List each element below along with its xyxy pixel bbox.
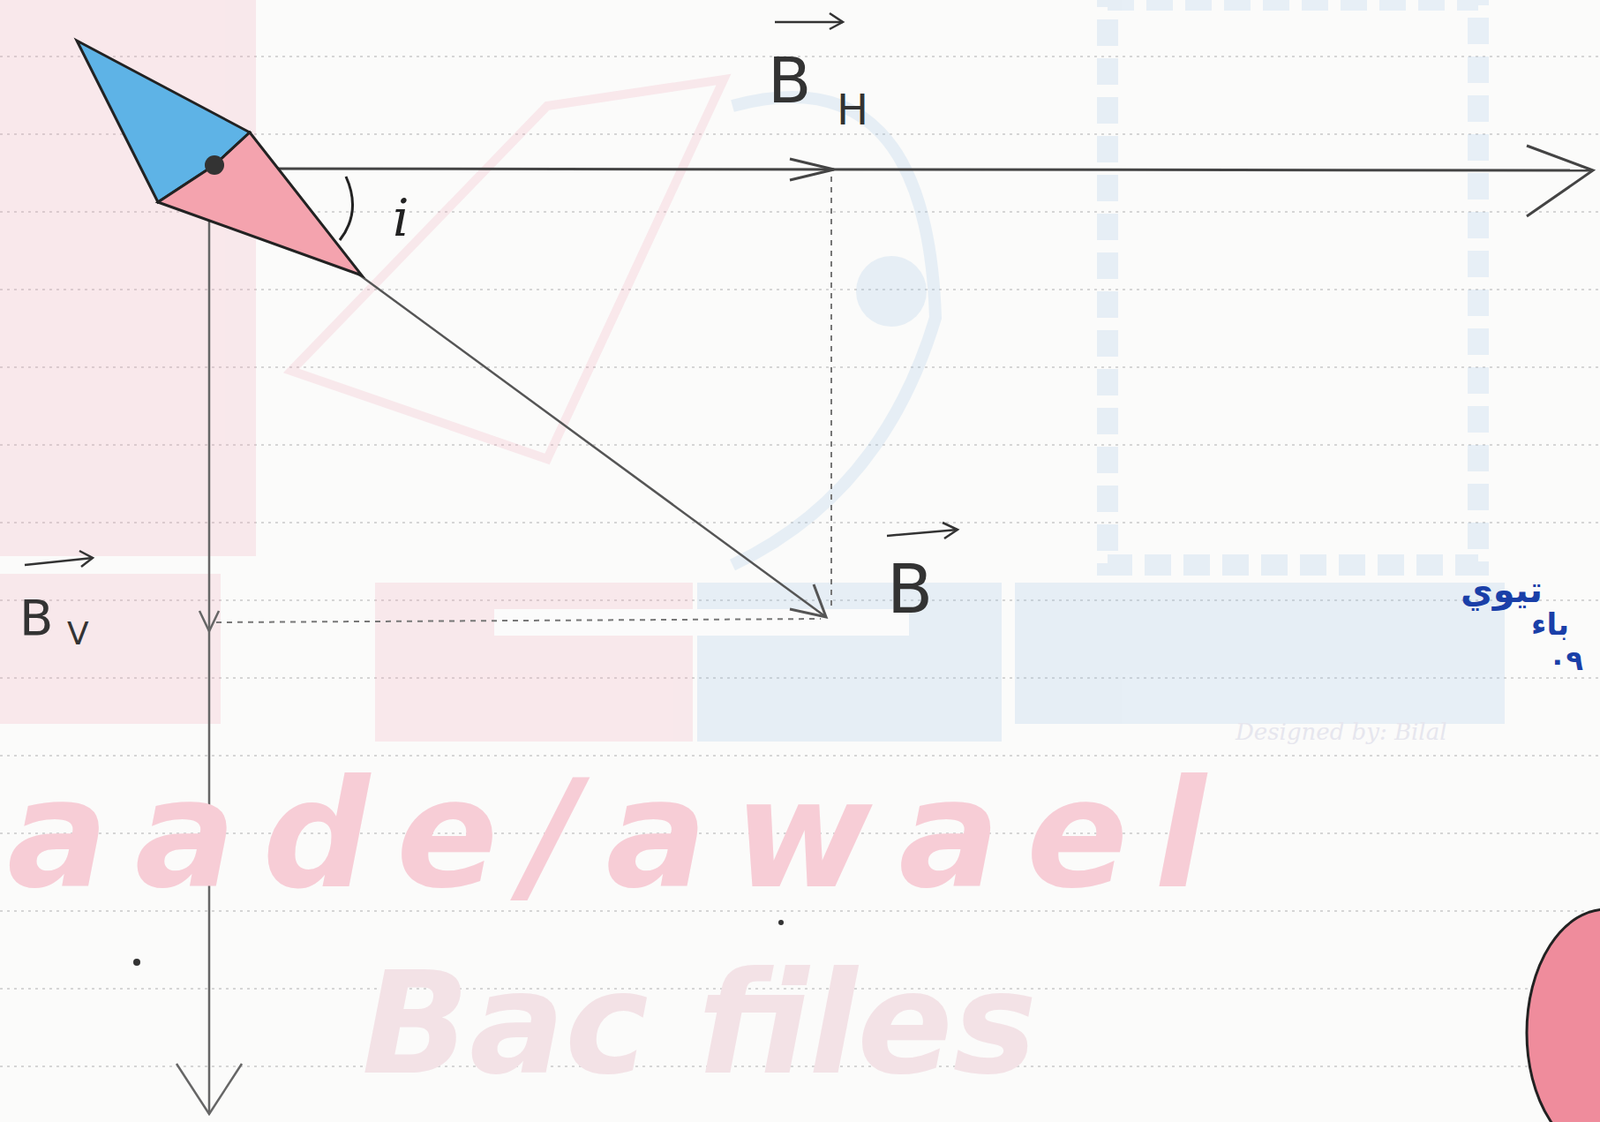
arrowhead	[199, 610, 219, 631]
needle-south	[157, 132, 362, 276]
watermark-text: باء	[1531, 608, 1570, 639]
watermark-text: تيوي	[1460, 571, 1543, 608]
vector-subscript: V	[67, 617, 90, 650]
watermark-text: aade/awael	[7, 758, 1233, 909]
vertical-vector	[208, 168, 211, 1114]
watermark-text: Designed by: Bilal	[1235, 720, 1447, 744]
dashed-line	[830, 176, 833, 609]
dot	[778, 919, 784, 925]
dot	[133, 958, 141, 966]
arrowhead	[1526, 145, 1593, 217]
watermark-shapes	[0, 0, 1505, 742]
watermark-text: ٠٩	[1548, 646, 1584, 675]
vector-symbol: B	[19, 593, 53, 643]
vector-symbol: B	[886, 555, 933, 624]
needle-pivot	[204, 155, 225, 175]
vector-symbol: B	[767, 48, 812, 113]
arrowhead	[789, 158, 834, 181]
dashed-line	[216, 618, 821, 623]
angle-arc	[339, 176, 354, 241]
watermark-text: Bac files	[361, 953, 1037, 1095]
arrowhead	[789, 584, 827, 617]
arrowhead	[176, 1063, 242, 1114]
angle-label: i	[392, 192, 410, 244]
horizontal-vector	[214, 168, 1593, 171]
vector-subscript: H	[836, 88, 869, 131]
vector-arrow	[24, 13, 958, 567]
corner-blob	[1526, 908, 1600, 1122]
